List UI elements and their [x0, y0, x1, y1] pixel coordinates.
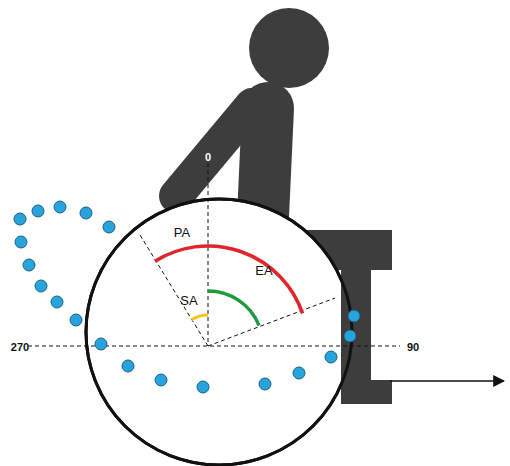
- angle-270-label: 270: [11, 342, 29, 353]
- angle-zero-label: 0: [205, 152, 211, 163]
- trajectory-dot: [54, 201, 66, 213]
- end-angle-arc: [208, 291, 259, 325]
- trajectory-dot: [23, 259, 35, 271]
- trajectory-dot: [103, 221, 115, 233]
- horizontal-axis: [28, 346, 400, 347]
- arm: [176, 105, 252, 196]
- push-angle-label: PA: [174, 226, 190, 239]
- trajectory-dot: [325, 351, 337, 363]
- head: [249, 8, 329, 88]
- wheel: [86, 199, 352, 465]
- trajectory-dot: [155, 374, 167, 386]
- trajectory-dot: [197, 381, 209, 393]
- trajectory-dot: [80, 207, 92, 219]
- trajectory-dot: [348, 310, 360, 322]
- vertical-axis: [208, 163, 209, 346]
- trajectory-dot: [70, 314, 82, 326]
- trajectory-dot: [15, 236, 27, 248]
- wheel-rim: [86, 199, 352, 465]
- hand-trajectory: [14, 201, 360, 393]
- angle-arcs: [155, 246, 303, 325]
- start-angle-arc: [192, 315, 208, 320]
- trajectory-dot: [344, 330, 356, 342]
- trajectory-dot: [32, 205, 44, 217]
- direction-arrow: [390, 380, 504, 382]
- lower-leg-group: [341, 255, 392, 392]
- trajectory-dot: [51, 296, 63, 308]
- foot: [341, 380, 392, 404]
- trajectory-dot: [35, 280, 47, 292]
- reference-lines: [28, 163, 400, 346]
- trajectory-dot: [122, 360, 134, 372]
- start-angle-label: SA: [180, 294, 197, 307]
- trajectory-dot: [259, 378, 271, 390]
- end-angle-label: EA: [255, 264, 272, 277]
- trajectory-dot: [14, 213, 26, 225]
- angle-90-label: 90: [407, 342, 419, 353]
- push-angle-arc: [155, 246, 303, 313]
- end-angle-line: [208, 298, 335, 346]
- trajectory-dot: [95, 338, 107, 350]
- trajectory-dot: [293, 367, 305, 379]
